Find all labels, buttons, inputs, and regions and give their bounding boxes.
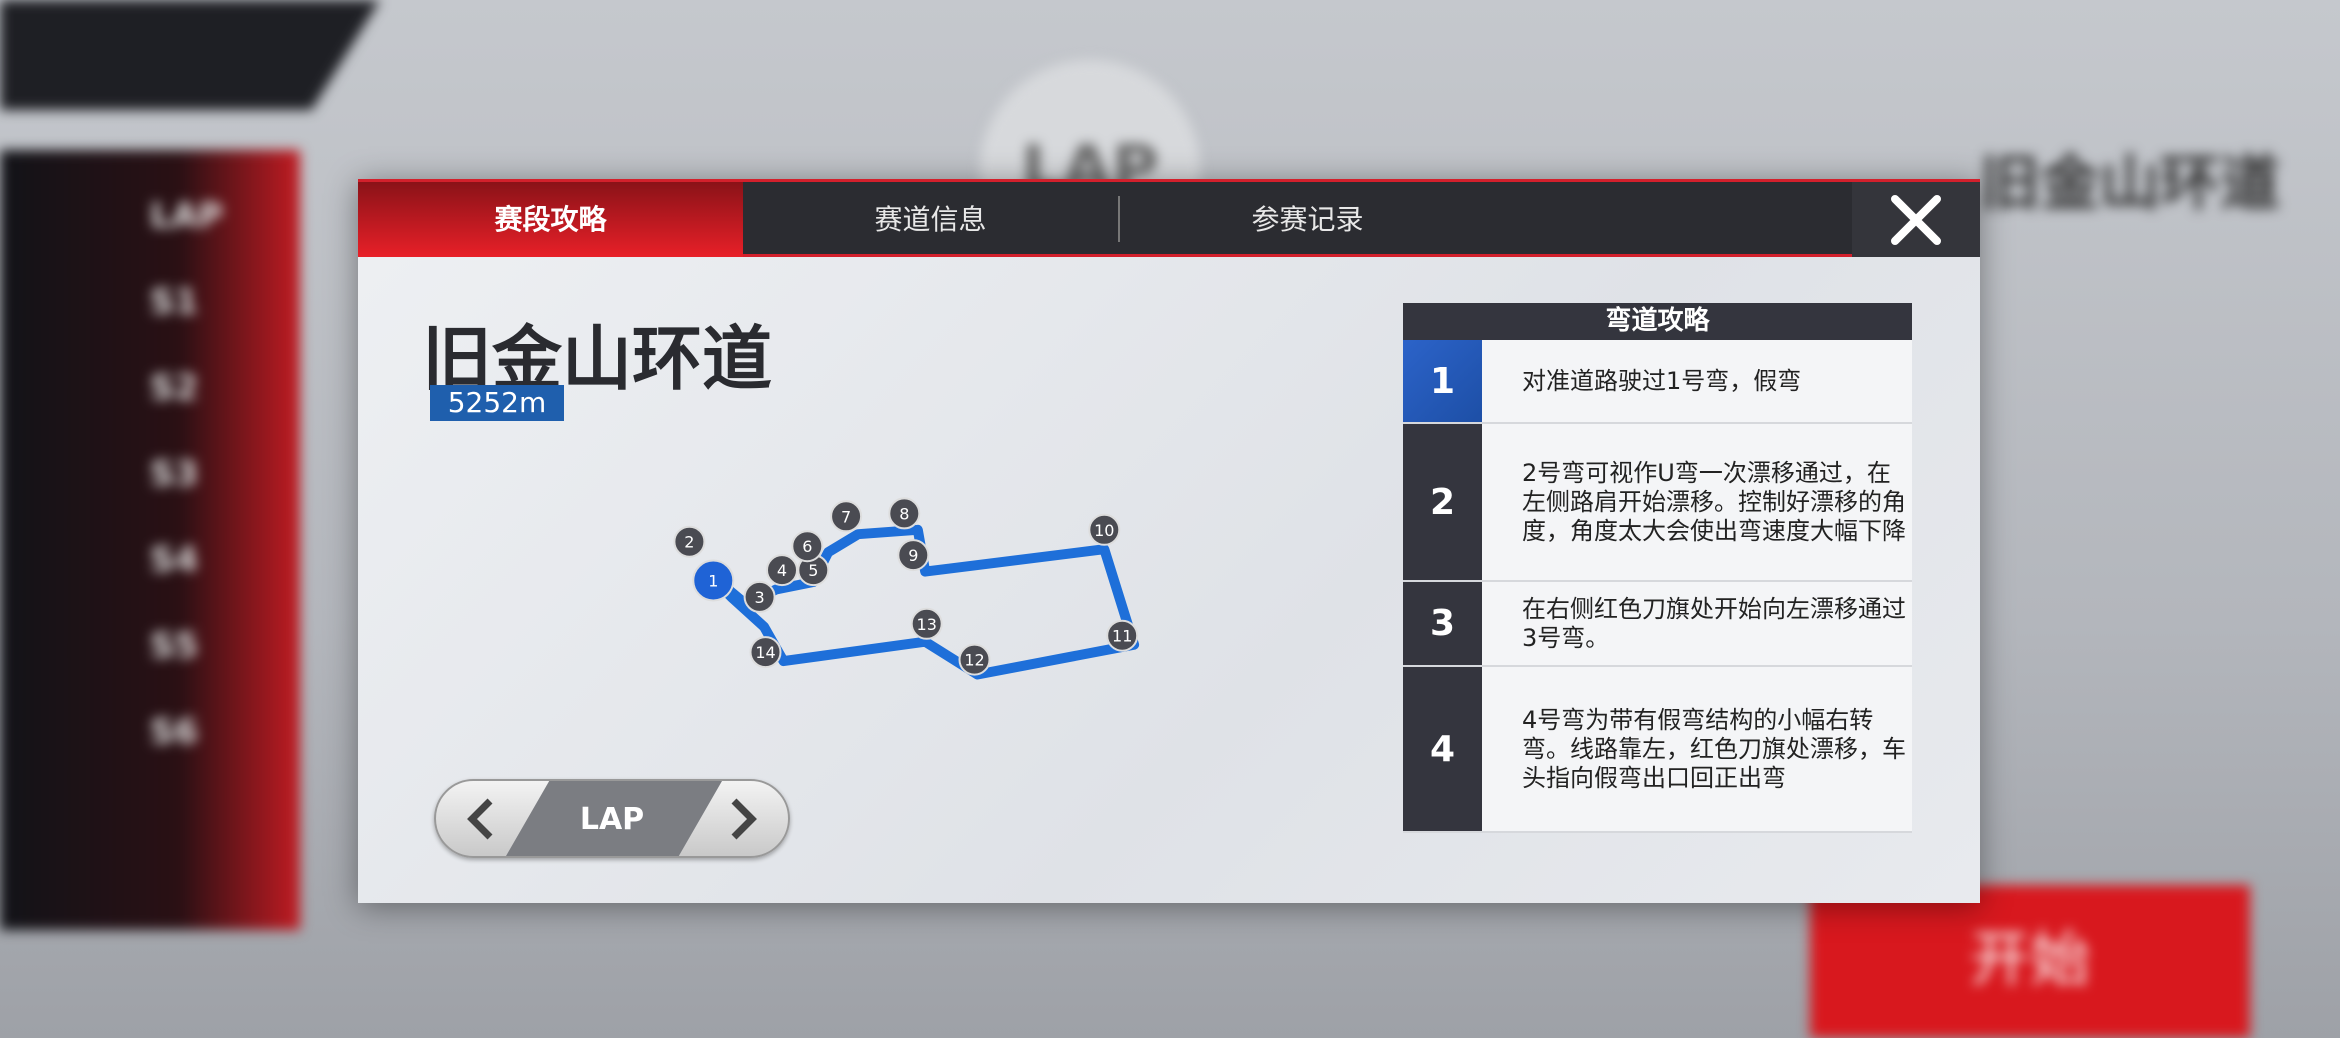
prev-button[interactable] [446,781,516,856]
marker-label: 12 [964,651,984,670]
corner-marker[interactable]: 7 [830,500,863,533]
corner-number: 2 [1403,424,1482,580]
marker-label: 7 [841,507,851,526]
corner-guide-panel: 弯道攻略 1 对准道路驶过1号弯，假弯 2 2号弯可视作U弯一次漂移通过，在左侧… [1403,303,1912,833]
chevron-right-icon [731,798,757,839]
corner-row[interactable]: 2 2号弯可视作U弯一次漂移通过，在左侧路肩开始漂移。控制好漂移的角度，角度太大… [1403,424,1912,582]
corner-guide-title: 弯道攻略 [1403,303,1912,340]
tab-segment-guide[interactable]: 赛段攻略 [358,182,743,257]
corner-number: 3 [1403,582,1482,665]
corner-tip: 2号弯可视作U弯一次漂移通过，在左侧路肩开始漂移。控制好漂移的角度，角度太大会使… [1522,458,1906,545]
corner-marker[interactable]: 13 [910,607,943,640]
corner-marker[interactable]: 8 [888,497,921,530]
corner-tip: 对准道路驶过1号弯，假弯 [1522,366,1802,395]
corner-marker[interactable]: 4 [766,554,798,587]
marker-label: 13 [917,615,937,634]
corner-marker[interactable]: 2 [673,525,706,558]
marker-pin [888,497,921,530]
segment-sidebar: LAP S1 S2 S3 S4 S5 S6 [0,150,300,930]
marker-pin [1088,513,1121,546]
corner-row[interactable]: 1 对准道路驶过1号弯，假弯 [1403,340,1912,424]
corner-number: 1 [1403,340,1482,422]
corner-row[interactable]: 3 在右侧红色刀旗处开始向左漂移通过3号弯。 [1403,582,1912,667]
chevron-left-icon [467,798,493,839]
tab-divider [1118,196,1120,242]
marker-pin [692,559,735,602]
side-label: S4 [150,540,199,580]
marker-pin [830,500,863,533]
lap-selector-center [506,781,722,856]
marker-pin [673,525,706,558]
side-label: S2 [150,368,199,408]
lap-selector: LAP [434,779,790,858]
side-label: S3 [150,454,199,494]
marker-label: 10 [1094,521,1114,540]
close-button[interactable] [1852,182,1980,257]
tab-bar: 赛段攻略 赛道信息 参赛记录 [358,179,1980,257]
side-label: S6 [150,712,199,752]
marker-label: 5 [808,561,818,580]
track-length-badge: 5252m [430,385,564,421]
marker-pin [958,643,991,676]
marker-label: 6 [802,537,812,556]
corner-row[interactable]: 4 4号弯为带有假弯结构的小幅右转弯。线路靠左，红色刀旗处漂移，车头指向假弯出口… [1403,667,1912,833]
corner-number: 4 [1403,667,1482,831]
back-button-area [0,0,380,110]
corner-tip: 4号弯为带有假弯结构的小幅右转弯。线路靠左，红色刀旗处漂移，车头指向假弯出口回正… [1522,705,1906,792]
marker-label: 1 [708,572,718,591]
marker-pin [791,530,824,563]
marker-label: 4 [777,561,787,580]
marker-label: 9 [908,546,918,565]
tab-track-info[interactable]: 赛道信息 [874,203,987,236]
side-label: LAP [150,196,223,236]
lap-selector-label: LAP [579,802,645,837]
close-x-icon [1891,194,1941,245]
side-label: S1 [150,282,199,322]
marker-pin [1106,619,1139,652]
corner-marker[interactable]: 5 [797,554,830,587]
marker-label: 11 [1112,627,1132,646]
corner-marker[interactable]: 3 [743,580,776,613]
corner-marker[interactable]: 10 [1088,513,1121,546]
corner-marker[interactable]: 11 [1106,619,1139,652]
side-label: S5 [150,626,199,666]
corner-marker[interactable]: 6 [791,530,824,563]
next-button[interactable] [708,781,778,856]
marker-label: 3 [755,588,765,607]
corner-marker[interactable]: 9 [897,539,930,572]
marker-pin [766,554,798,587]
corner-marker[interactable]: 1 [692,559,735,602]
tab-race-record[interactable]: 参赛记录 [1251,203,1364,236]
corner-marker[interactable]: 12 [958,643,991,676]
marker-pin [749,636,782,669]
corner-marker[interactable]: 14 [749,636,782,669]
marker-label: 8 [899,504,909,523]
marker-label: 2 [684,533,694,552]
corner-tip: 在右侧红色刀旗处开始向左漂移通过3号弯。 [1522,594,1906,652]
marker-pin [897,539,930,572]
marker-pin [743,580,776,613]
start-button: 开始 [1810,885,2250,1038]
marker-pin [910,607,943,640]
marker-label: 14 [755,643,775,662]
background-track-title: 旧金山环道 [1980,149,2280,219]
